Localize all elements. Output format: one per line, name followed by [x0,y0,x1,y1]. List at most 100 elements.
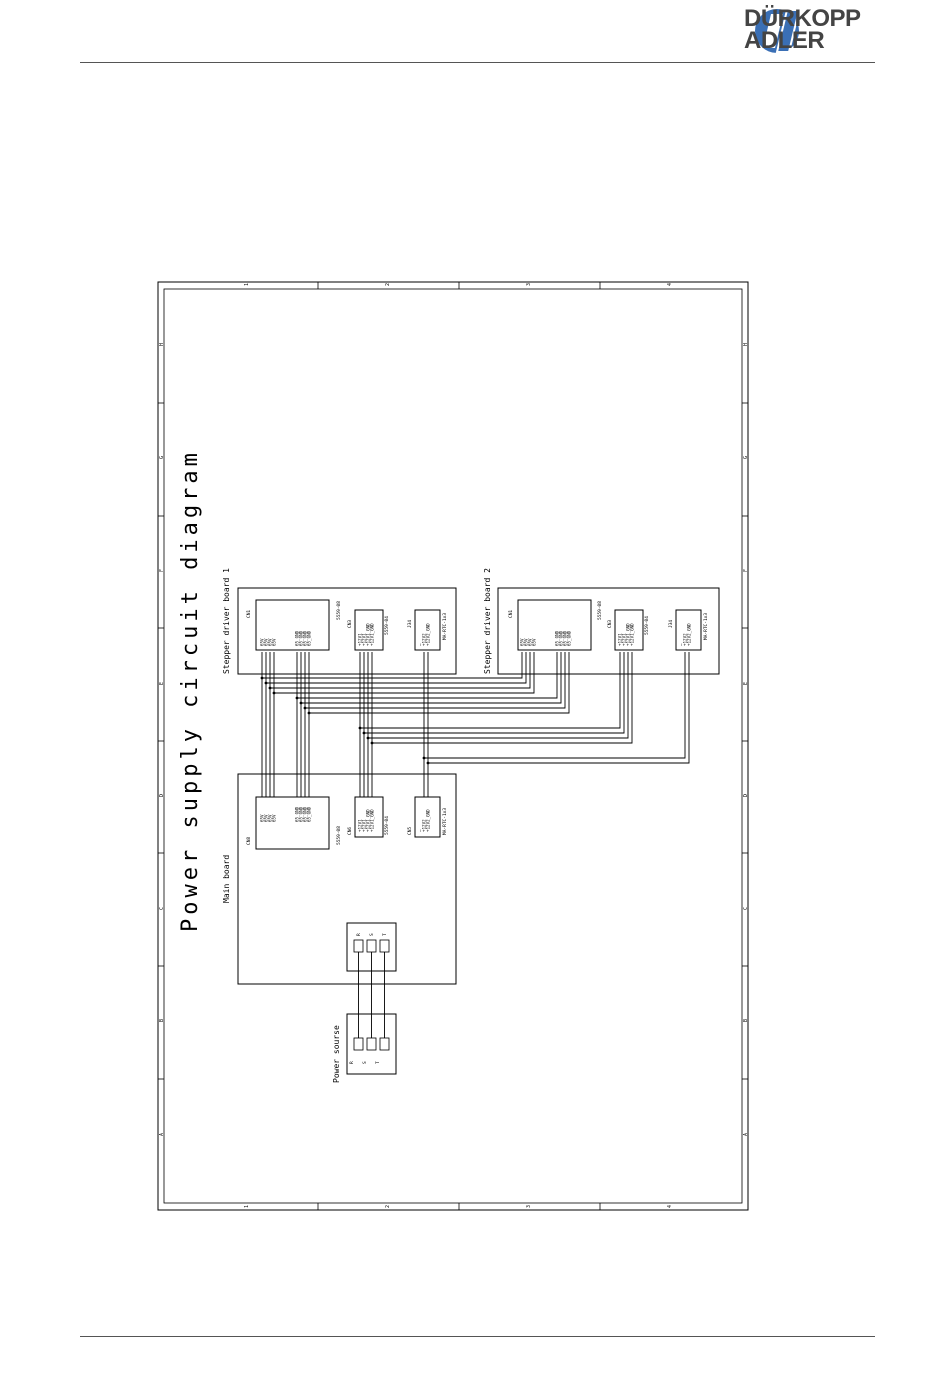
driver-board-2-j34 [675,609,702,651]
zone-letter-label: E [743,682,749,685]
terminal [379,1037,390,1051]
terminal [379,939,390,953]
pin-label: +12V2_GND [687,623,692,646]
wire [305,652,566,709]
junction-dot [272,691,276,695]
driver-board-2-j34-part: MA-RTC-1x3 [703,613,709,640]
pin-label: 65_GND [307,630,312,646]
zone-number-label: 1 [244,1205,250,1208]
junction-dot [422,756,426,760]
pin-label: — [679,643,684,646]
pin-label: 65_GND [303,630,308,646]
junction-dot [260,676,264,680]
terminal-label: S [362,1061,368,1064]
junction-dot [366,736,370,740]
junction-dot [362,731,366,735]
zone-number-label: 1 [244,283,250,286]
brand-name-line1: DÜRKOPP [744,5,861,32]
pin-label: +12V1 [618,633,623,646]
pin-label: 65_GND [307,806,312,822]
terminal-label: T [382,933,388,936]
driver-board-1-cn3-ref: CN3 [347,620,353,628]
drawing-frame-inner [163,288,743,1204]
pin-label: 65V [520,638,525,646]
wire [428,652,690,764]
junction-dot [426,761,430,765]
wiring [261,652,690,1038]
wire [297,652,558,699]
main-board-cn8-part: 5559-08 [336,826,342,845]
main-board-cn8 [255,796,330,850]
pin-label: +12V1 [362,633,367,646]
pin-label: 65V [264,638,269,646]
main-board-cn8-ref: CN8 [246,837,252,845]
driver-board-2-label: Stepper driver board 2 [483,568,492,674]
driver-board-1-j34-ref: J34 [407,620,413,628]
zone-letter-label: F [159,569,165,572]
zone-letter-label: D [743,794,749,797]
pin-label: 65_GND [303,806,308,822]
terminal [366,1037,377,1051]
driver-board-2-cn3-ref: CN3 [607,620,613,628]
pin-label: +12V2_GND [426,623,431,646]
wire [270,652,531,689]
driver-board-1 [237,587,457,675]
main-board-input-terminals: R S T [353,933,390,953]
junction-dots [260,676,430,765]
terminal-label: T [375,1061,381,1064]
main-board-cn5 [414,796,441,838]
pin-label: +12V1_GND [626,623,631,646]
main-board-cn6-ref: CN6 [347,827,353,835]
driver-board-2-cn1-ref: CN1 [508,610,514,618]
header-rule [80,62,875,63]
junction-dot [268,686,272,690]
driver-board-1-cn1-part: 5559-08 [336,601,342,620]
wire [309,652,570,714]
diagram-title: Power supply circuit diagram [178,449,203,932]
pin-label: +12V1 [362,819,367,832]
pin-label: 65V [532,638,537,646]
driver-board-1-j34-part: MA-RTC-1x3 [442,613,448,640]
pin-label: 65_GND [563,630,568,646]
driver-board-2-j34-ref: J34 [668,620,674,628]
pin-label: +12V1_GND [370,623,375,646]
wire [274,652,535,694]
terminal-label: R [356,933,362,936]
drawing-frame-outer [157,281,749,1211]
terminal [353,939,364,953]
pin-label: 65_GND [555,630,560,646]
zone-letter-label: A [159,1133,165,1136]
driver-board-1-cn1-ref: CN1 [246,610,252,618]
pin-label: 65_GND [295,630,300,646]
wire [424,652,686,759]
frame-zone-marks [158,282,748,1210]
main-board-label: Main board [222,855,231,903]
pin-label: 65V [260,814,265,822]
zone-letter-label: C [743,907,749,910]
zone-letter-label: G [743,456,749,459]
power-source-label: Power sourse [332,1025,341,1083]
pin-label: 65V [272,638,277,646]
junction-dot [299,701,303,705]
zone-letter-label: C [159,907,165,910]
zone-number-label: 2 [385,283,391,286]
wire [364,652,625,734]
terminal-label: S [369,933,375,936]
junction-dot [264,681,268,685]
footer-rule [80,1336,875,1337]
pin-label: +12V1 [358,633,363,646]
zone-letter-label: F [743,569,749,572]
pin-label: 65_GND [299,806,304,822]
pin-label: — [418,829,423,832]
pin-label: +12V1 [622,633,627,646]
driver-board-1-j34 [414,609,441,651]
zone-letter-label: B [743,1019,749,1022]
terminal [353,1037,364,1051]
pin-label: 65V [264,814,269,822]
main-board-cn5-part: MA-RTC-1x3 [442,808,448,835]
driver-board-1-cn1 [255,599,330,651]
main-board-cn5-ref: CN5 [407,827,413,835]
wire [360,652,621,729]
zone-number-label: 3 [526,283,532,286]
